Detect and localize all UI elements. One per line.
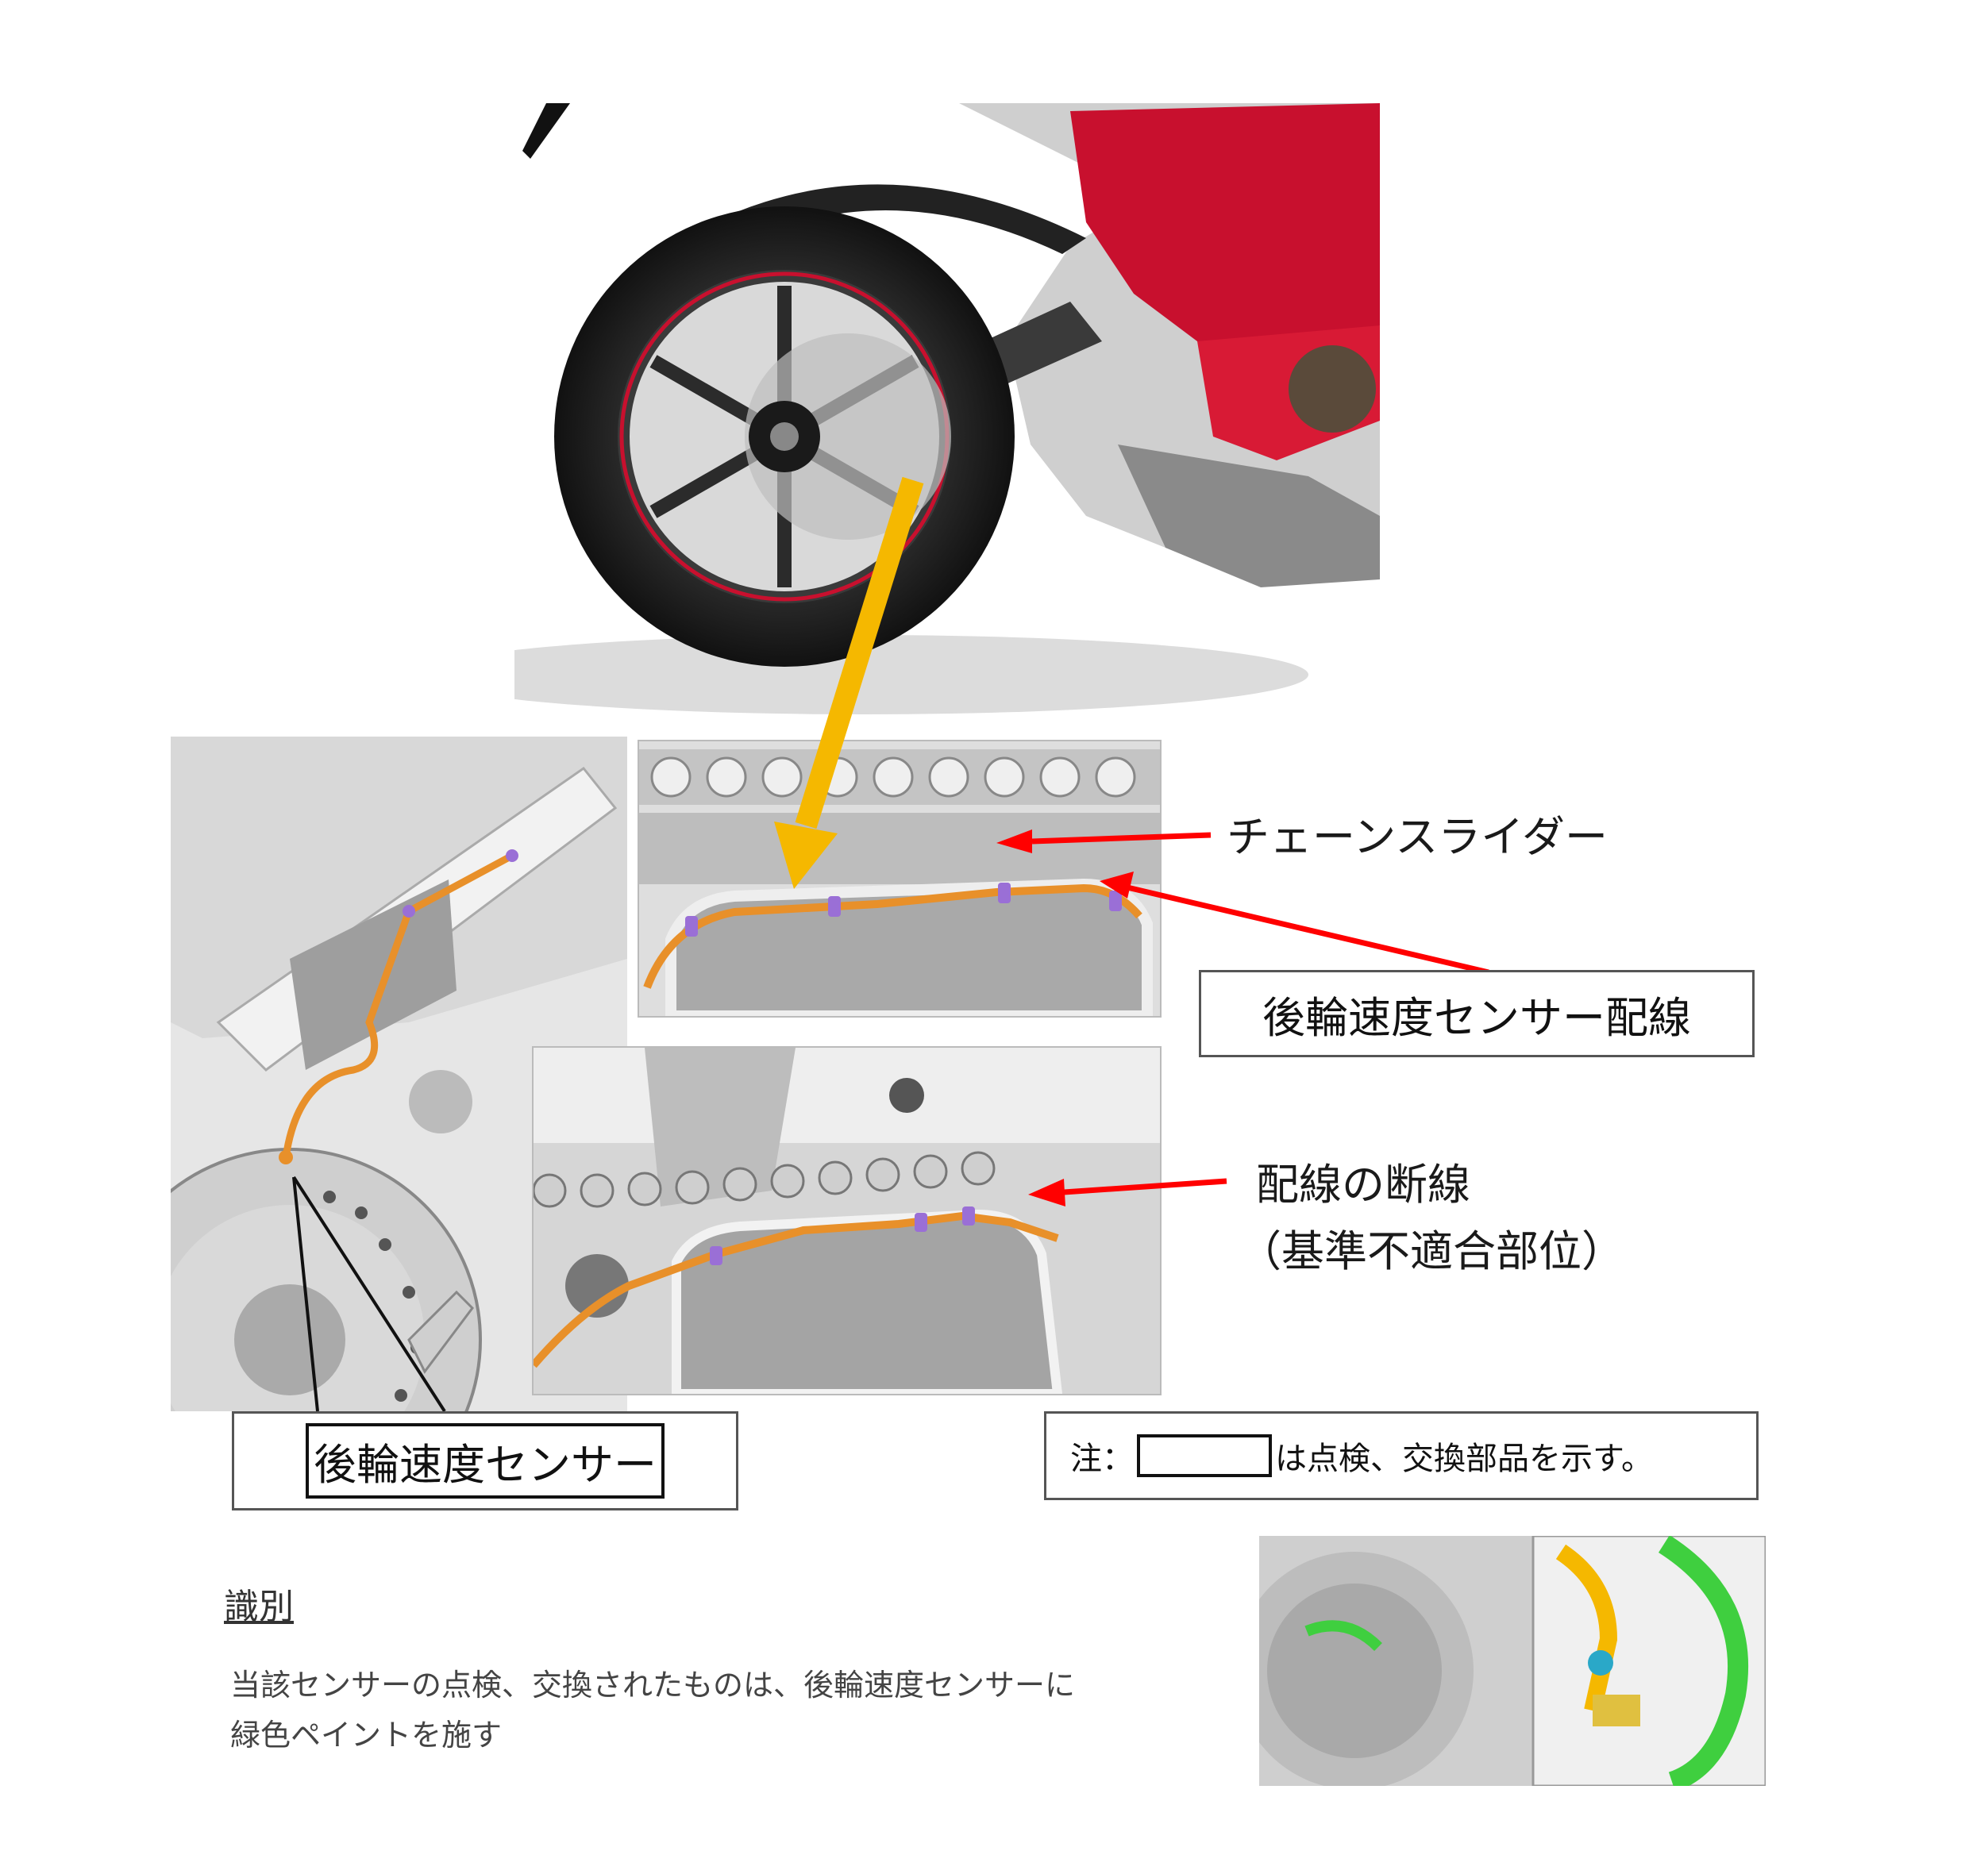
wire-break-illustration (534, 1048, 1160, 1394)
yellow-pointer-arrow (774, 476, 924, 889)
identification-line2: 緑色ペイントを施す (230, 1718, 503, 1753)
wire-break-label-line2: （基準不適合部位） (1239, 1226, 1624, 1276)
identification-line1: 当該センサーの点検、交換されたものは、後輪速度センサーに (230, 1668, 1076, 1703)
motorcycle-rear-illustration (514, 103, 1380, 722)
rear-wheel-speed-sensor-label-box: 後輪速度センサー (232, 1411, 738, 1510)
note-legend-box (1137, 1434, 1272, 1477)
note-suffix: は点検、交換部品を示す。 (1275, 1441, 1653, 1477)
rear-wheel-speed-sensor-label: 後輪速度センサー (306, 1423, 665, 1499)
chain-slider-label: チェーンスライダー (1227, 812, 1609, 862)
identification-heading: 識別 (224, 1587, 294, 1627)
green-paint-identification-photo (1259, 1536, 1766, 1786)
motorcycle-rear-photo (514, 103, 1380, 722)
chain-slider-illustration (639, 741, 1160, 1016)
green-paint-illustration (1259, 1536, 1766, 1786)
chain-slider-red-arrow (996, 829, 1212, 853)
wire-break-label-line1: 配線の断線 (1256, 1160, 1470, 1210)
rear-wheel-speed-sensor-wiring-label: 後輪速度センサー配線 (1262, 992, 1691, 1043)
note-box: 注： は点検、交換部品を示す。 (1044, 1411, 1759, 1500)
wire-break-red-arrow (1028, 1178, 1227, 1206)
wire-break-detail-photo (532, 1046, 1162, 1395)
note-prefix: 注： (1070, 1441, 1134, 1477)
chain-slider-detail-photo (638, 740, 1162, 1018)
rear-wheel-speed-sensor-wiring-label-box: 後輪速度センサー配線 (1199, 970, 1755, 1057)
wiring-red-arrow (1100, 872, 1489, 976)
